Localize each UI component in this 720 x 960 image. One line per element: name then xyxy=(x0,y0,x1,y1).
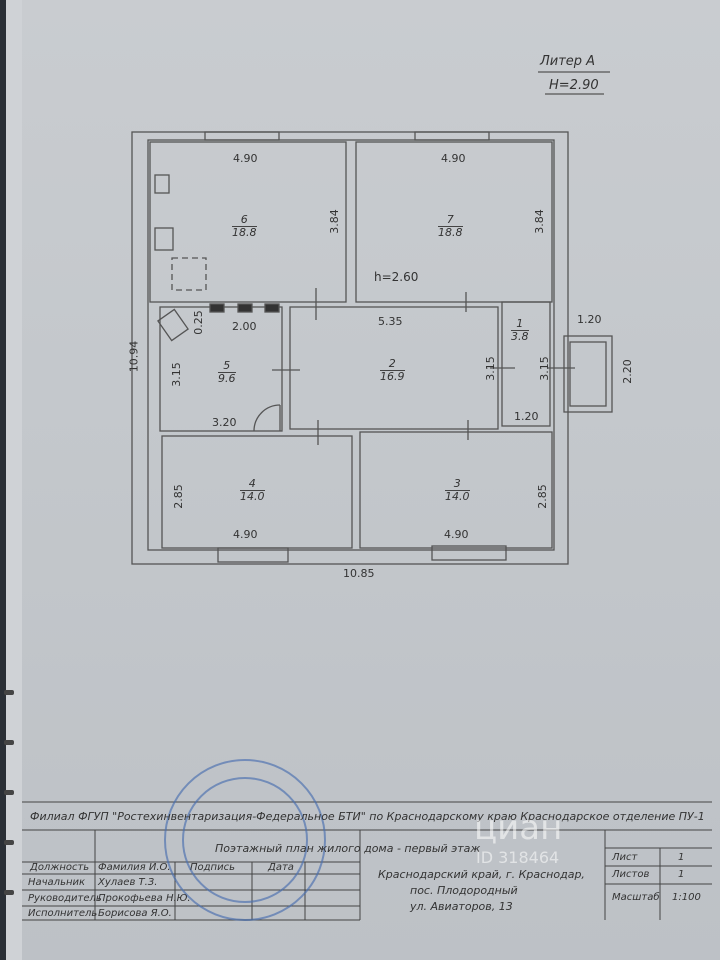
liter-title: Литер А xyxy=(540,54,596,69)
watermark-logo: циан xyxy=(474,808,563,848)
room-6-label: 6 18.8 xyxy=(232,214,257,239)
room-6-width: 4.90 xyxy=(233,152,258,165)
sheet-label: Лист xyxy=(612,852,638,863)
watermark-id: ID 318464 xyxy=(476,848,560,867)
room-4-width: 4.90 xyxy=(233,528,258,541)
overall-width: 10.85 xyxy=(343,567,375,580)
room-1-width: 1.20 xyxy=(514,410,539,423)
room-3-number: 3 xyxy=(445,478,470,491)
room-1-area: 3.8 xyxy=(511,330,529,343)
sheet-value: 1 xyxy=(678,852,685,863)
header-position: Должность xyxy=(30,862,90,873)
header-date: Дата xyxy=(268,862,294,873)
header-name: Фамилия И.О. xyxy=(98,862,171,873)
porch-width: 1.20 xyxy=(577,313,602,326)
header-signature: Подпись xyxy=(190,862,235,873)
room-2-width: 5.35 xyxy=(378,315,403,328)
org-name: Филиал ФГУП "Ростехинвентаризация-Федера… xyxy=(30,810,705,823)
room-5-width: 2.00 xyxy=(232,320,257,333)
room-3-label: 3 14.0 xyxy=(445,478,470,503)
room-6-area: 18.8 xyxy=(232,226,257,239)
room-7-number: 7 xyxy=(438,214,463,227)
row-position: Исполнитель xyxy=(28,908,98,919)
room-5-number: 5 xyxy=(218,360,236,373)
drawing-name: Поэтажный план жилого дома - первый этаж xyxy=(215,842,481,855)
room-2-number: 2 xyxy=(380,358,405,371)
row-position: Руководитель xyxy=(28,893,102,904)
sheets-value: 1 xyxy=(678,869,685,880)
binding-hole xyxy=(4,890,14,895)
sheets-label: Листов xyxy=(612,869,650,880)
binding-hole xyxy=(4,840,14,845)
row-name: Хулаев Т.З. xyxy=(98,877,158,888)
room-5-area: 9.6 xyxy=(218,372,236,385)
document-sheet xyxy=(8,0,720,960)
room-5-label: 5 9.6 xyxy=(218,360,236,385)
address-line-3: ул. Авиаторов, 13 xyxy=(410,900,513,913)
room-4-label: 4 14.0 xyxy=(240,478,265,503)
binding-edge xyxy=(0,0,22,960)
row-name: Борисова Я.О. xyxy=(98,908,172,919)
scale-value: 1:100 xyxy=(672,892,701,903)
room-1-label: 1 3.8 xyxy=(511,318,529,343)
room-2-label: 2 16.9 xyxy=(380,358,405,383)
room-3-area: 14.0 xyxy=(445,490,470,503)
room-2-area: 16.9 xyxy=(380,370,405,383)
room-7-area: 18.8 xyxy=(438,226,463,239)
row-position: Начальник xyxy=(28,877,86,888)
room-1-number: 1 xyxy=(511,318,529,331)
seal-stamp xyxy=(164,759,326,921)
room-5-bottom: 3.20 xyxy=(212,416,237,429)
address-line-2: пос. Плодородный xyxy=(410,884,518,897)
room-7-width: 4.90 xyxy=(441,152,466,165)
row-name: Прокофьева Н.Ю. xyxy=(98,893,191,904)
scale-label: Масштаб xyxy=(612,892,660,903)
room-7-label: 7 18.8 xyxy=(438,214,463,239)
binding-hole xyxy=(4,690,14,695)
room-4-area: 14.0 xyxy=(240,490,265,503)
room-6-number: 6 xyxy=(232,214,257,227)
ceiling-note: h=2.60 xyxy=(374,270,419,284)
room-3-width: 4.90 xyxy=(444,528,469,541)
binding-hole xyxy=(4,790,14,795)
binding-hole xyxy=(4,740,14,745)
room-4-number: 4 xyxy=(240,478,265,491)
address-line-1: Краснодарский край, г. Краснодар, xyxy=(378,868,585,881)
liter-height: H=2.90 xyxy=(549,78,599,93)
